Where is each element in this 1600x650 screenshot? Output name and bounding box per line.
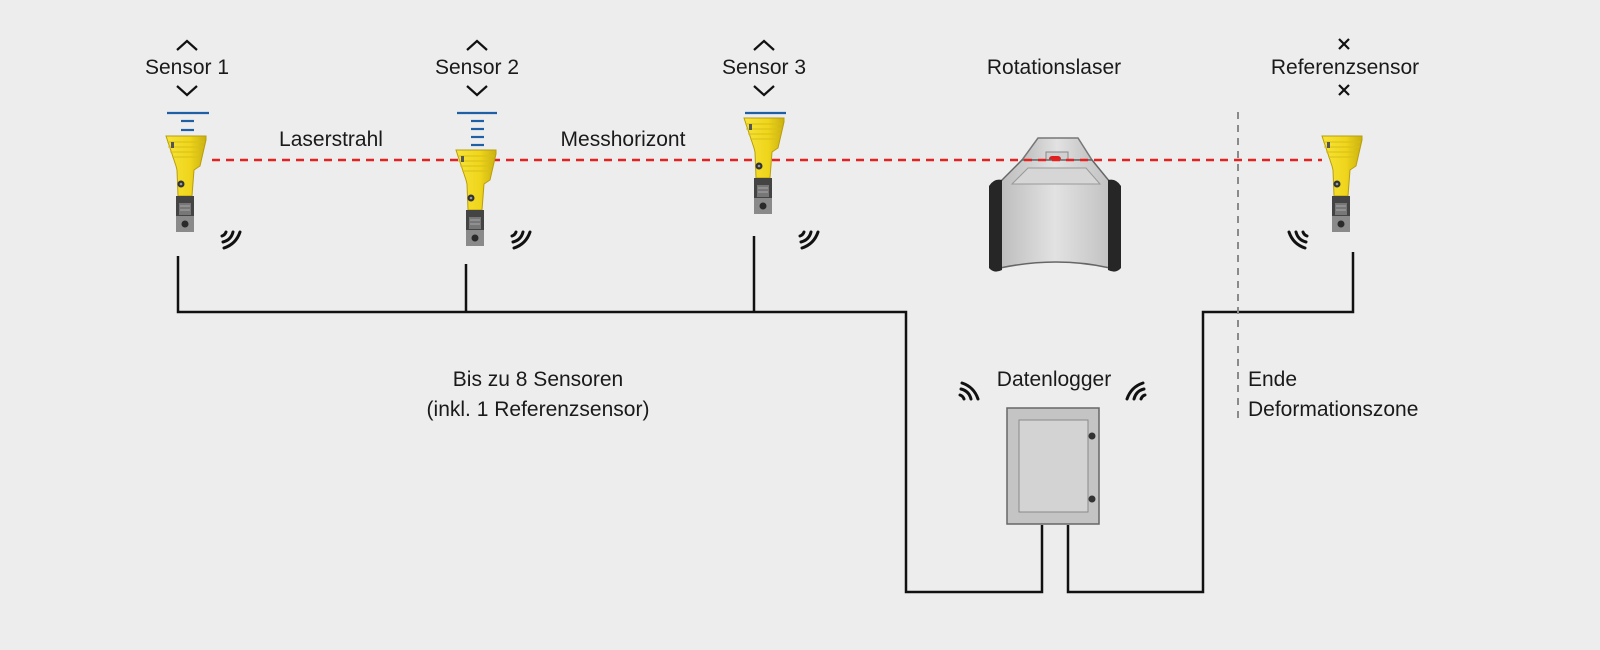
wireless-signal-icon <box>958 381 980 401</box>
zone-end-note: Ende Deformationszone <box>1248 365 1418 425</box>
wireless-signal-icon <box>1125 381 1147 401</box>
sensor-3-label: Sensor 3 <box>721 56 807 79</box>
sensor-3-device <box>743 117 785 215</box>
chevron-down-icon <box>466 85 488 97</box>
sensor-2-device <box>455 149 497 247</box>
level-indicator-sensor-1 <box>167 111 209 132</box>
chevron-up-icon <box>176 39 198 51</box>
level-indicator-sensor-2 <box>457 111 497 147</box>
datalogger-label: Datenlogger <box>996 368 1112 391</box>
chevron-down-icon <box>753 85 775 97</box>
hinge-icon <box>1088 432 1096 440</box>
fixed-mark-icon <box>1338 84 1350 96</box>
reference-sensor-label: Referenzsensor <box>1270 56 1420 79</box>
rotation-laser-device <box>989 137 1121 272</box>
chevron-down-icon <box>176 85 198 97</box>
chevron-up-icon <box>753 39 775 51</box>
capacity-note: Bis zu 8 Sensoren (inkl. 1 Referenzsenso… <box>427 365 650 425</box>
wireless-signal-icon <box>510 230 532 250</box>
rotation-laser-label: Rotationslaser <box>986 56 1122 79</box>
chevron-up-icon <box>466 39 488 51</box>
wireless-signal-icon <box>220 230 242 250</box>
sensor-2-label: Sensor 2 <box>434 56 520 79</box>
wireless-signal-icon <box>1287 230 1309 250</box>
zone-end-line-2: Deformationszone <box>1248 398 1419 421</box>
wireless-signal-icon <box>798 230 820 250</box>
measuring-horizon-label: Messhorizont <box>560 128 686 151</box>
capacity-note-line-1: Bis zu 8 Sensoren <box>452 368 624 391</box>
cable-reference-to-logger <box>1066 252 1355 594</box>
zone-end-line-1: Ende <box>1248 368 1298 391</box>
datalogger-cabinet <box>1006 407 1100 525</box>
fixed-mark-icon <box>1338 38 1350 50</box>
hinge-icon <box>1088 495 1096 503</box>
sensor-1-device <box>165 135 207 233</box>
sensor-1-label: Sensor 1 <box>144 56 230 79</box>
capacity-note-line-2: (inkl. 1 Referenzsensor) <box>426 398 650 421</box>
cable-sensors-to-logger <box>176 256 1044 594</box>
reference-sensor-device <box>1321 135 1363 233</box>
laser-beam-label: Laserstrahl <box>279 128 383 151</box>
cable-network <box>176 236 1355 594</box>
